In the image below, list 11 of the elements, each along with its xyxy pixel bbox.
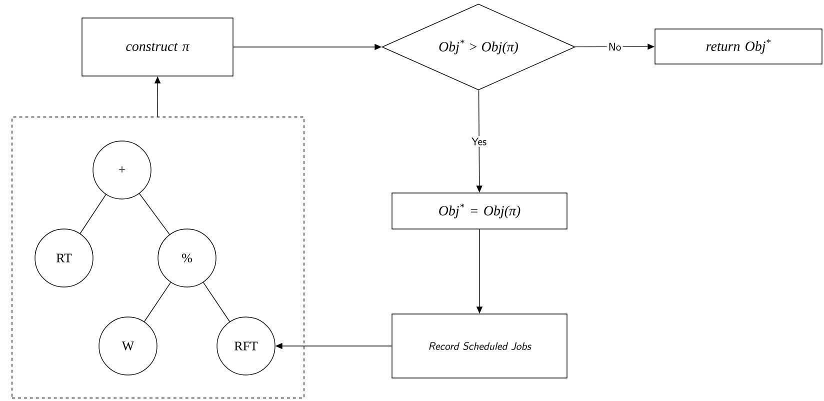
process-box: Obj$^{*}$ = Obj(π)	[392, 192, 568, 230]
tree-branch-line	[139, 193, 170, 235]
terminal-box: return Obj$^{*}$	[654, 28, 822, 64]
edge-label: No	[606, 41, 623, 52]
tree-branch-line	[144, 282, 171, 322]
edge-label: Yes	[470, 136, 488, 147]
process-box: Record Scheduled Jobs	[392, 314, 568, 378]
tree-frame	[12, 116, 304, 398]
process-box: construct π	[82, 18, 234, 76]
tree-branch-line	[203, 282, 230, 322]
tree-branch-line	[80, 194, 106, 234]
